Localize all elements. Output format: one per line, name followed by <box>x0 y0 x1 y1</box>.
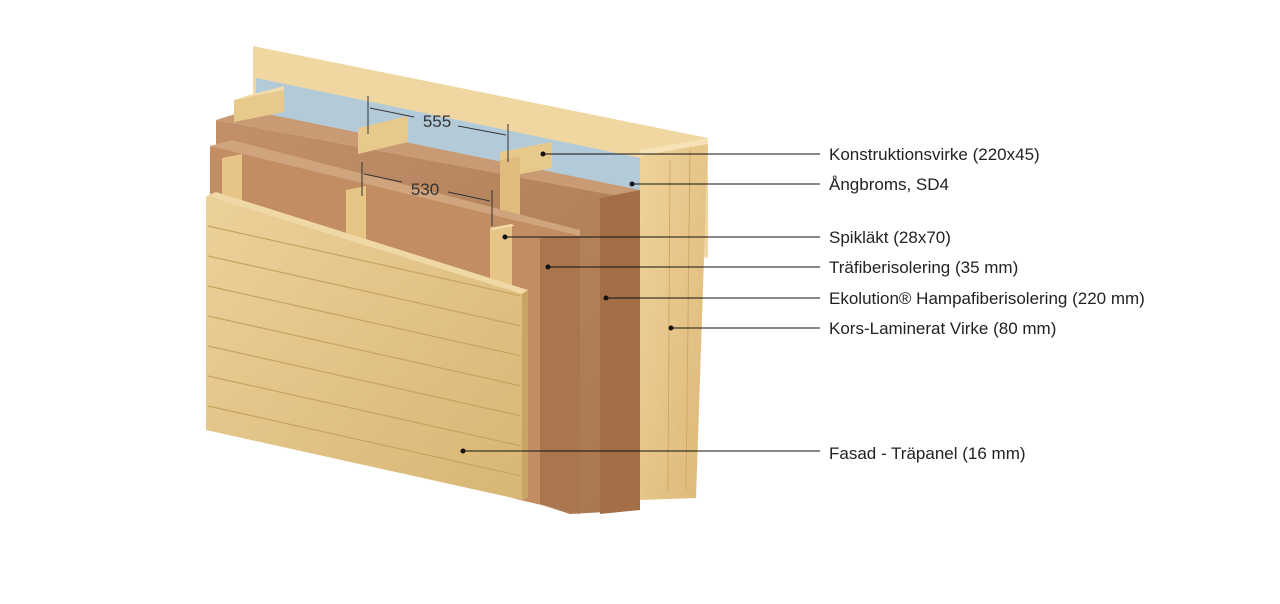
cladding-board-lines <box>207 225 521 477</box>
callout-label: Kors-Laminerat Virke (80 mm) <box>829 319 1056 338</box>
cladding-board-groove <box>207 405 521 477</box>
callouts: Konstruktionsvirke (220x45) Ångbroms, SD… <box>460 145 1145 463</box>
wood-fibre-side <box>540 236 580 514</box>
callout-trafiberisolering: Träfiberisolering (35 mm) <box>545 258 1018 277</box>
cladding-board-groove <box>207 375 521 447</box>
cladding <box>206 192 528 500</box>
callout-konstruktionsvirke: Konstruktionsvirke (220x45) <box>540 145 1040 164</box>
callout-label: Fasad - Träpanel (16 mm) <box>829 444 1026 463</box>
callout-hampafiberisolering: Ekolution® Hampafiberisolering (220 mm) <box>603 289 1145 308</box>
dimension-line <box>457 125 507 136</box>
stud-top <box>358 116 408 154</box>
callout-label: Konstruktionsvirke (220x45) <box>829 145 1040 164</box>
dimension-line <box>447 191 491 202</box>
stud-face <box>500 156 520 228</box>
dimension-label: 530 <box>411 180 439 199</box>
clt-grain-line <box>685 149 691 491</box>
dimension-label: 555 <box>423 112 451 131</box>
dimension-line <box>363 173 403 183</box>
dimension-555: 555 <box>367 96 509 162</box>
studs <box>234 86 552 228</box>
cladding-front <box>206 196 522 500</box>
callout-label: Spikläkt (28x70) <box>829 228 951 247</box>
batten <box>490 224 512 290</box>
cladding-board-groove <box>207 315 521 387</box>
dimension-line <box>369 107 415 118</box>
callout-label: Ekolution® Hampafiberisolering (220 mm) <box>829 289 1145 308</box>
stud-top <box>234 90 284 122</box>
hemp-side-face <box>600 190 640 514</box>
callout-label: Ångbroms, SD4 <box>829 175 949 194</box>
callout-angbroms: Ångbroms, SD4 <box>629 175 949 194</box>
callout-fasad-trapanel: Fasad - Träpanel (16 mm) <box>460 444 1026 463</box>
wood-fibre-top <box>210 140 580 236</box>
callout-label: Träfiberisolering (35 mm) <box>829 258 1018 277</box>
cladding-top <box>206 192 528 294</box>
cladding-board-groove <box>207 225 521 297</box>
cladding-board-groove <box>207 255 521 327</box>
batten-edge <box>490 224 514 230</box>
cladding-board-groove <box>207 285 521 357</box>
batten <box>346 186 366 250</box>
callout-spiklakt: Spikläkt (28x70) <box>502 228 951 247</box>
callout-kors-laminerat-virke: Kors-Laminerat Virke (80 mm) <box>668 319 1056 338</box>
cladding-side <box>522 290 528 500</box>
cladding-board-groove <box>207 345 521 417</box>
dimension-530: 530 <box>361 162 493 226</box>
clt-side-face <box>640 138 708 500</box>
clt-grain-line <box>667 159 671 491</box>
clt-edge-highlight <box>640 138 708 156</box>
hemp-top-face <box>216 110 640 200</box>
stud-top-edge <box>234 86 284 100</box>
